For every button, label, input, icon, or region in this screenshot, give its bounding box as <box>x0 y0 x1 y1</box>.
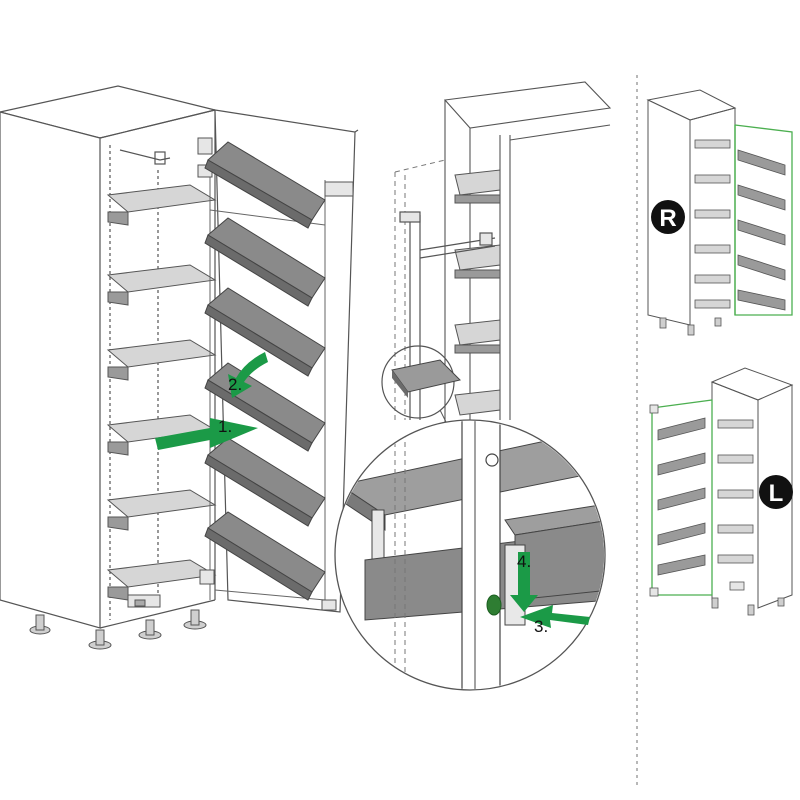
foot <box>29 614 51 635</box>
arrow-step-4 <box>510 552 538 612</box>
bottom-mechanism <box>127 594 161 608</box>
middle-cabinet <box>443 81 612 440</box>
door-basket <box>204 217 326 307</box>
middle-shelf <box>454 169 501 204</box>
middle-shelf <box>454 389 501 416</box>
cabinet-variant-left: L <box>649 367 794 616</box>
detail-circle-large <box>334 419 606 691</box>
middle-shelf <box>454 244 501 279</box>
cabinet-feet <box>29 609 207 650</box>
door-basket <box>204 511 326 601</box>
step-label-4: 4. <box>517 552 531 571</box>
foot <box>88 629 112 650</box>
inner-shelf <box>106 264 217 306</box>
inner-shelf <box>106 184 217 226</box>
foot <box>183 609 207 630</box>
arrow-step-3 <box>520 605 590 628</box>
foot <box>138 619 162 640</box>
arrow-step-1 <box>155 418 258 450</box>
inner-shelf <box>106 489 217 531</box>
step-label-2: 2. <box>228 375 242 394</box>
badge-left-label: L <box>769 480 784 507</box>
door-basket <box>204 287 326 377</box>
inner-shelf <box>106 339 217 381</box>
arrow-step-2 <box>228 352 268 398</box>
door-basket <box>204 141 326 229</box>
cabinet-inner-shelves <box>106 184 217 601</box>
badge-right <box>651 200 685 234</box>
middle-shelf <box>454 319 501 354</box>
door-basket <box>204 437 326 527</box>
badge-right-label: R <box>659 205 676 232</box>
middle-cabinet-shelves <box>454 169 501 416</box>
step-label-1: 1. <box>218 417 232 436</box>
cabinet-variant-right: R <box>646 89 793 336</box>
step-label-3: 3. <box>534 617 548 636</box>
variant-left-shelves <box>657 417 754 576</box>
inner-shelf <box>106 414 217 456</box>
inner-shelf <box>106 559 217 601</box>
main-cabinet <box>0 85 216 629</box>
badge-left <box>759 475 793 509</box>
top-bracket <box>119 149 171 165</box>
variant-right-shelves <box>694 139 786 311</box>
detail-circle-small <box>381 345 461 419</box>
